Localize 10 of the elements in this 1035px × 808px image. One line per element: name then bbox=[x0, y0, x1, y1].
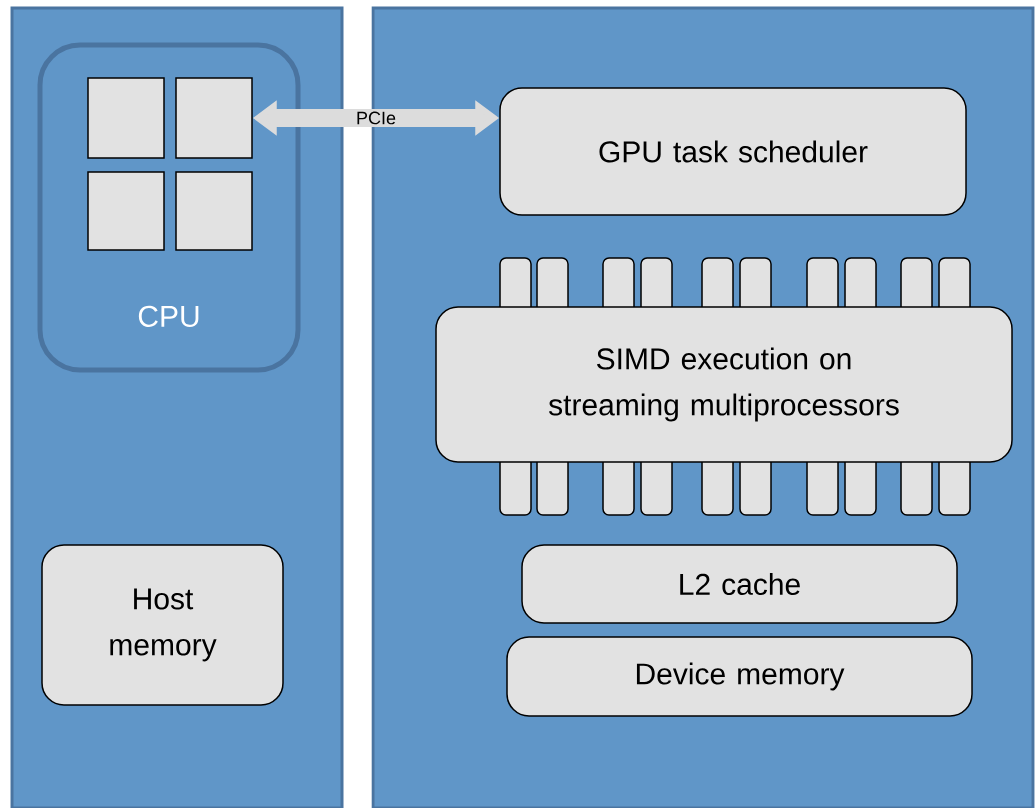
core-square bbox=[175, 77, 253, 159]
rounded-box: Device memory bbox=[506, 636, 973, 717]
edge-label: PCIe bbox=[357, 111, 396, 125]
core-square bbox=[87, 171, 165, 251]
core-square bbox=[175, 171, 253, 251]
rounded-box: L2 cache bbox=[521, 544, 958, 624]
core-square bbox=[87, 77, 165, 159]
rounded-box: Host memory bbox=[41, 544, 284, 706]
rounded-box: GPU task scheduler bbox=[499, 87, 967, 216]
rounded-box: SIMD execution on streaming multiprocessors bbox=[435, 306, 1013, 463]
